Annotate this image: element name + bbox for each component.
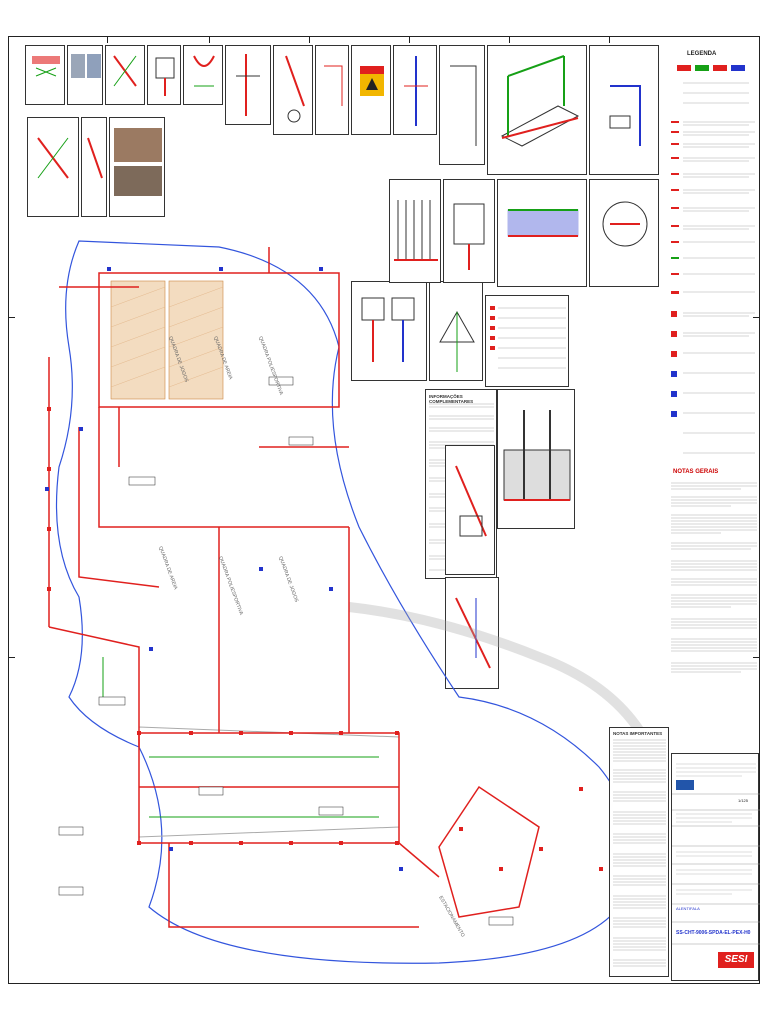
title-block: ALENTIFALA SS-CHT-9006-SPDA-EL-PEX-H0 1/…	[671, 753, 760, 981]
detail-panel	[225, 45, 271, 125]
photo-detail	[67, 45, 103, 105]
frame-tick	[9, 317, 15, 318]
area-label: QUADRA POLIESPORTIVA	[257, 336, 284, 397]
sesi-logo: SESI	[718, 952, 754, 968]
detail-panel	[25, 45, 65, 105]
general-notes-text	[671, 482, 757, 673]
frame-tick	[409, 37, 410, 43]
section-detail-panel	[497, 389, 575, 529]
photo-detail	[109, 117, 165, 217]
warning-sign-detail	[351, 45, 391, 135]
general-notes-title: NOTAS GERAIS	[673, 469, 719, 475]
frame-tick	[753, 317, 759, 318]
drawing-code: SS-CHT-9006-SPDA-EL-PEX-H0	[676, 930, 751, 936]
frame-tick	[107, 37, 108, 43]
detail-panel	[445, 445, 495, 575]
important-notes-panel: NOTAS IMPORTANTES	[609, 727, 669, 977]
site-plan: QUADRA DE JOGOS QUADRA DE AREIA QUADRA P…	[45, 240, 654, 964]
legend	[669, 61, 759, 481]
iso-detail-panel	[487, 45, 587, 175]
detail-panel	[445, 577, 499, 689]
detail-panel	[105, 45, 145, 105]
frame-tick	[209, 37, 210, 43]
detail-panel	[439, 45, 485, 165]
legend-title: LEGENDA	[687, 51, 717, 57]
legend-table-panel	[485, 295, 569, 387]
box-detail-panel	[497, 179, 587, 287]
drawing-sheet: LEGENDA	[8, 36, 760, 984]
frame-tick	[609, 37, 610, 43]
detail-panel	[183, 45, 223, 105]
detail-panel	[429, 281, 483, 381]
circle-detail-panel	[589, 179, 659, 287]
sheet-label: ALENTIFALA	[676, 906, 700, 911]
detail-panel	[393, 45, 437, 135]
detail-panel	[273, 45, 313, 135]
detail-panel	[315, 45, 349, 135]
complementary-info-title: INFORMAÇÕES COMPLEMENTARES	[429, 394, 474, 404]
scale-label: 1/125	[738, 798, 749, 803]
fence-detail-panel	[389, 179, 441, 283]
detail-panel	[589, 45, 659, 175]
detail-panel	[351, 281, 427, 381]
frame-tick	[753, 657, 759, 658]
legend-swatches	[671, 65, 755, 454]
area-label: QUADRA POLIESPORTIVA	[217, 556, 244, 617]
detail-panel	[443, 179, 495, 283]
detail-panel	[81, 117, 107, 217]
frame-tick	[509, 37, 510, 43]
detail-panel	[147, 45, 181, 105]
area-label: QUADRA DE AREIA	[157, 546, 178, 591]
frame-tick	[9, 657, 15, 658]
frame-tick	[309, 37, 310, 43]
detail-panel	[27, 117, 79, 217]
important-notes-title: NOTAS IMPORTANTES	[613, 731, 663, 736]
area-label: QUADRA DE JOGOS	[277, 556, 299, 604]
